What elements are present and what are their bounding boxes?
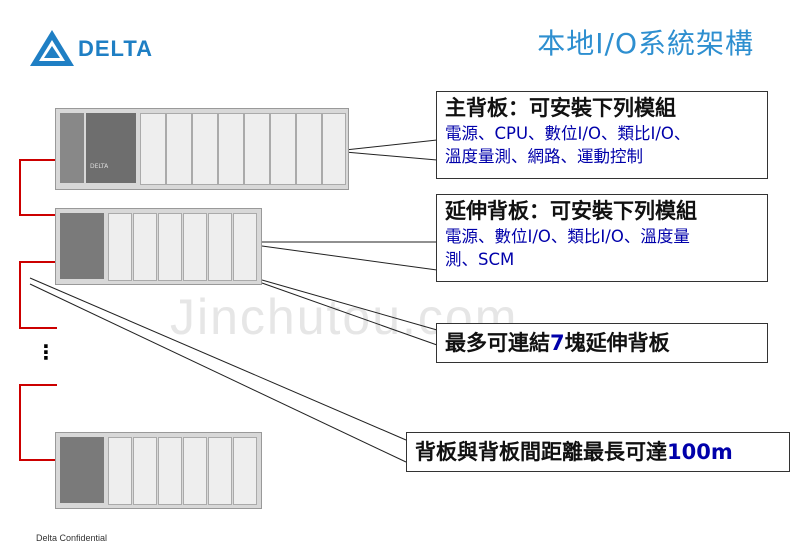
main-backplane: DELTA bbox=[55, 108, 349, 190]
io-module bbox=[233, 437, 257, 505]
callout-line: 測、SCM bbox=[445, 250, 515, 269]
max-extension-callout: 最多可連結7塊延伸背板 bbox=[436, 323, 768, 363]
io-module bbox=[166, 113, 192, 185]
brand-name: DELTA bbox=[78, 36, 154, 61]
callout-text: 最多可連結 bbox=[445, 331, 550, 355]
extension-backplane bbox=[55, 432, 262, 509]
power-module bbox=[60, 213, 104, 279]
io-module bbox=[233, 213, 257, 281]
io-module bbox=[270, 113, 296, 185]
main-backplane-callout: 主背板：可安裝下列模組 電源、CPU、數位I/O、類比I/O、 溫度量測、網路、… bbox=[436, 91, 768, 179]
distance-callout: 背板與背板間距離最長可達100m bbox=[406, 432, 790, 472]
delta-logo-icon bbox=[30, 30, 74, 66]
io-module bbox=[108, 213, 132, 281]
io-module bbox=[192, 113, 218, 185]
io-module bbox=[133, 213, 157, 281]
rack-brand-label: DELTA bbox=[90, 163, 109, 170]
extension-backplane bbox=[55, 208, 262, 285]
distance-value: 100m bbox=[667, 440, 733, 464]
io-module bbox=[183, 437, 207, 505]
io-module bbox=[244, 113, 270, 185]
more-racks-ellipsis: ⋮ bbox=[36, 340, 56, 364]
power-module bbox=[60, 113, 84, 183]
callout-text: 背板與背板間距離最長可達 bbox=[415, 440, 667, 464]
io-module bbox=[218, 113, 244, 185]
cpu-module bbox=[86, 113, 136, 183]
callout-line: 電源、CPU、數位I/O、類比I/O、 bbox=[445, 124, 691, 143]
page-title: 本地I/O系統架構 bbox=[537, 27, 754, 60]
io-module bbox=[133, 437, 157, 505]
io-module bbox=[158, 213, 182, 281]
io-module bbox=[296, 113, 322, 185]
power-module bbox=[60, 437, 104, 503]
io-module bbox=[208, 213, 232, 281]
callout-title: 延伸背板：可安裝下列模組 bbox=[445, 199, 697, 223]
io-module bbox=[183, 213, 207, 281]
io-module bbox=[322, 113, 346, 185]
callout-line: 電源、數位I/O、類比I/O、溫度量 bbox=[445, 227, 690, 246]
io-module bbox=[208, 437, 232, 505]
io-module bbox=[108, 437, 132, 505]
io-module bbox=[140, 113, 166, 185]
callout-title: 主背板：可安裝下列模組 bbox=[445, 96, 676, 120]
footer-confidential: Delta Confidential bbox=[36, 533, 108, 543]
extension-backplane-callout: 延伸背板：可安裝下列模組 電源、數位I/O、類比I/O、溫度量 測、SCM bbox=[436, 194, 768, 282]
callout-text: 塊延伸背板 bbox=[564, 331, 670, 355]
max-count: 7 bbox=[550, 331, 565, 355]
callout-line: 溫度量測、網路、運動控制 bbox=[445, 147, 643, 166]
io-module bbox=[158, 437, 182, 505]
